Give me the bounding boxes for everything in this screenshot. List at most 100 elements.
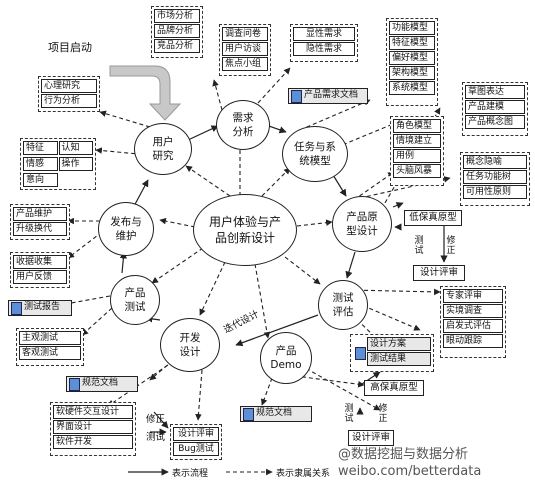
list-item: 操作 [58,157,93,171]
watermark-url: weibo.com/betterdata [338,464,482,479]
list-item: 特征 [23,141,58,155]
concept-group: 概念隐喻 任务功能树 可用性原则 [460,152,530,206]
dev-review-group: 设计评审 Bug测试 [170,424,222,460]
list-item: 显性需求 [293,27,355,41]
survey-group: 调查问卷 用户访谈 焦点小组 [219,24,271,76]
list-item: 任务功能树 [463,170,527,184]
legend-dependency: 表示隶属关系 [276,469,331,479]
doc-spec-left: 规范文档 [66,376,138,392]
persona-group: 角色模型 情境建立 用例 头脑风暴 [390,116,444,186]
design-review: 设计评审 [413,265,465,281]
evaluation-methods-group: 专家评审 实境调查 启发式评估 眼动跟踪 [440,286,506,358]
list-item: 启发式评估 [443,319,503,333]
node-user-research: 用户 研究 [134,123,192,175]
list-item: 收据收集 [13,255,67,269]
doc-label: 规范文档 [256,408,293,418]
node-product-demo: 产品 Demo [260,332,312,384]
loop-test-label-3: 测试 [146,432,166,443]
list-item: 主观测试 [19,331,81,345]
list-item: 品牌分析 [154,24,200,38]
list-item: 焦点小组 [222,57,268,71]
node-test-evaluation: 测试 评估 [318,280,368,330]
list-item: 调查问卷 [222,27,268,41]
loop-test-label-2: 测试 [344,404,354,424]
watermark-name: @数据挖掘与数据分析 [338,447,469,462]
list-item: 功能模型 [389,21,435,35]
dev-tasks-group: 软硬件交互设计 界面设计 软件开发 [50,402,136,456]
high-fi-prototype: 高保真原型 [364,380,424,396]
list-item: 专家评审 [443,289,503,303]
design-review-2: 设计评审 [348,430,394,446]
list-item: 设计方案 [367,337,431,351]
user-traits-group: 特征 认知 情感 操作 意向 [20,138,96,190]
list-item: 行为分析 [41,94,97,108]
list-item: 情感 [23,157,58,171]
doc-spec-right: 规范文档 [240,406,312,422]
list-item: 角色模型 [393,119,441,133]
list-item: 架构模型 [389,66,435,80]
sketch-group: 草图表达 产品建模 产品概念图 [462,82,528,136]
node-needs-analysis: 需求 分析 [216,100,270,150]
doc-needs: 产品需求文档 [288,88,368,104]
doc-test-report: 测试报告 [8,300,72,316]
node-prototype-design: 产品原 型设计 [332,196,392,252]
loop-fix-label: 修正 [446,236,456,256]
feedback-group: 收据收集 用户反馈 [10,252,70,288]
doc-label: 测试报告 [24,302,61,312]
dependency-links [59,67,451,421]
legend-flow: 表示流程 [172,469,209,479]
maintenance-group: 产品维护 升级换代 [10,204,70,240]
list-item: 可用性原则 [463,185,527,199]
list-item: 概念隐喻 [463,155,527,169]
market-analysis-group: 市场分析 品牌分析 竞品分析 [151,6,203,58]
list-item: 产品维护 [13,207,67,221]
needs-group: 显性需求 隐性需求 [290,24,358,62]
list-item: 界面设计 [53,420,133,434]
model-group: 功能模型 特征模型 偏好模型 架构模型 系统模型 [386,18,438,106]
list-item: 客观测试 [19,346,81,360]
start-arrow [109,65,182,121]
list-item: 系统模型 [389,81,435,95]
loop-test-label: 测试 [414,236,424,256]
node-development-design: 开发 设计 [160,318,220,372]
list-item: 草图表达 [465,85,525,99]
node-release-maintenance: 发布与 维护 [98,202,154,256]
low-fi-prototype: 低保真原型 [404,210,462,226]
node-task-modeling: 任务与系 统模型 [282,126,348,182]
list-item: Bug测试 [173,442,219,456]
list-item: 实境调查 [443,304,503,318]
list-item: 用例 [393,149,441,163]
list-item: 眼动跟踪 [443,334,503,348]
list-item: 软硬件交互设计 [53,405,133,419]
list-item: 认知 [58,141,93,155]
document-icon [69,378,80,391]
loop-fix-label-3: 修正 [146,414,166,425]
document-icon [291,90,302,103]
psychology-group: 心理研究 行为分析 [38,76,100,112]
list-item: 用户访谈 [222,42,268,56]
project-start-label: 项目启动 [48,41,92,54]
list-item: 心理研究 [41,79,97,93]
node-hub: 用户体验与产 品创新设计 [193,194,297,266]
doc-label: 规范文档 [82,378,119,388]
test-docs-group: 设计方案 测试结果 [350,334,434,372]
loop-fix-label-2: 修正 [378,404,388,424]
list-item: 软件开发 [53,435,133,449]
list-item: 意向 [23,173,58,187]
list-item: 隐性需求 [293,42,355,56]
list-item: 设计评审 [173,427,219,441]
list-item: 特征模型 [389,36,435,50]
list-item: 市场分析 [154,9,200,23]
testing-types-group: 主观测试 客观测试 [16,328,84,366]
document-icon [243,408,254,421]
list-item: 头脑风暴 [393,164,441,178]
list-item: 竞品分析 [154,39,200,53]
list-item: 产品建模 [465,100,525,114]
doc-label: 产品需求文档 [304,90,359,100]
list-item: 测试结果 [367,352,431,366]
document-icon [11,302,22,315]
list-item: 情境建立 [393,134,441,148]
node-product-testing: 产品 测试 [110,275,160,325]
